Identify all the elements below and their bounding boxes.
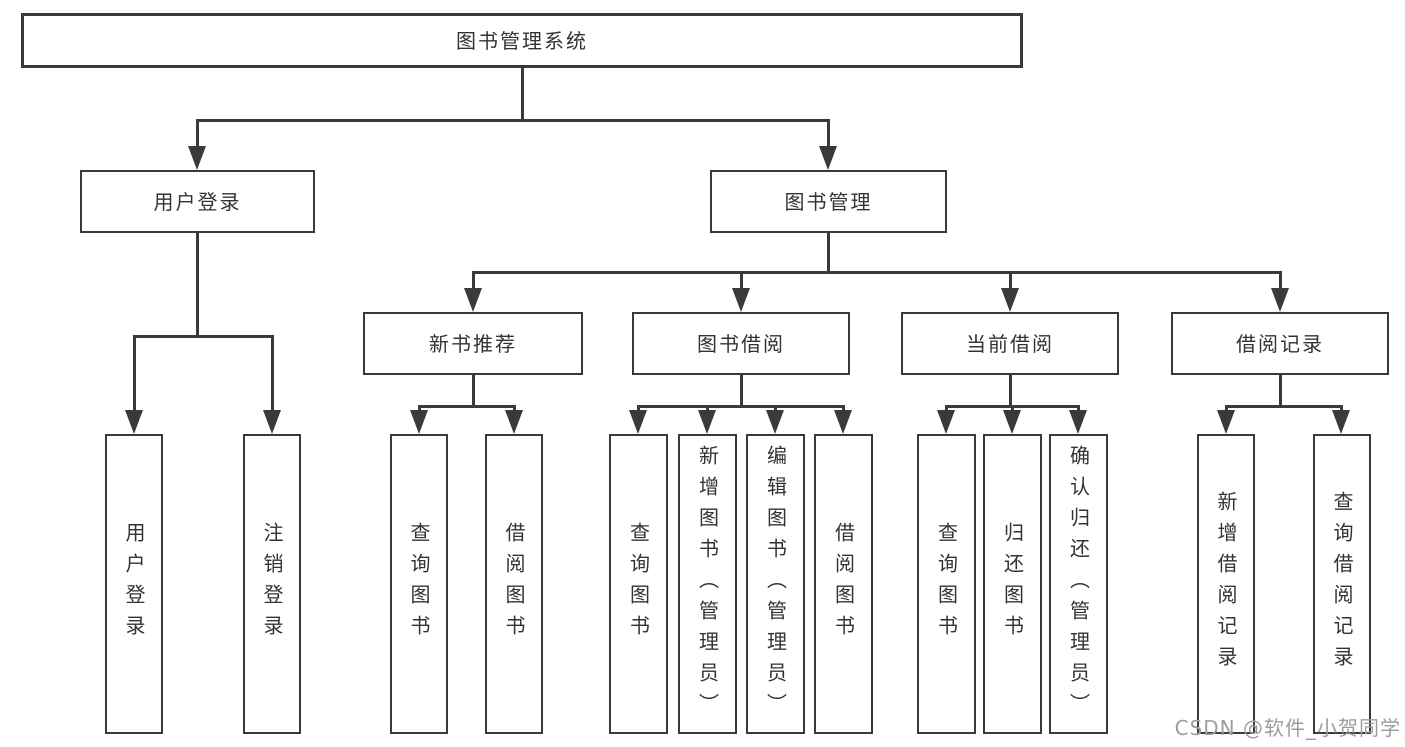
arrowhead-down-icon (188, 146, 206, 170)
arrowhead-down-icon (937, 410, 955, 434)
arrowhead-down-icon (1332, 410, 1350, 434)
node-label-borrow-records: 借阅记录 (1236, 331, 1324, 356)
connector-rail-book-borrow (636, 404, 845, 408)
connector-stem-current-borrow (1008, 375, 1012, 406)
connector-stem-user-login (195, 233, 199, 336)
node-label-edit-books-admin: 编辑图书（管理员） (763, 444, 788, 724)
node-label-logout-leaf: 注销登录 (260, 522, 284, 646)
connector-branch-user-login-0 (132, 336, 136, 428)
csdn-watermark: CSDN @软件_小贺同学 (1174, 716, 1401, 740)
node-borrow-records: 借阅记录 (1171, 312, 1389, 375)
node-user-login-leaf: 用户登录 (105, 434, 163, 734)
connector-stem-book-management (826, 233, 830, 272)
node-label-current-borrow: 当前借阅 (966, 331, 1054, 356)
node-user-login: 用户登录 (80, 170, 315, 233)
arrowhead-down-icon (766, 410, 784, 434)
node-borrow-books-borrow: 借阅图书 (814, 434, 873, 734)
node-borrow-books-rec: 借阅图书 (485, 434, 543, 734)
node-label-query-books-borrow: 查询图书 (626, 522, 651, 646)
node-label-user-login: 用户登录 (153, 189, 242, 214)
node-label-confirm-return-admin: 确认归还（管理员） (1066, 444, 1091, 724)
node-confirm-return-admin: 确认归还（管理员） (1049, 434, 1108, 734)
node-query-books-rec: 查询图书 (390, 434, 448, 734)
arrowhead-down-icon (629, 410, 647, 434)
node-label-add-books-admin: 新增图书（管理员） (695, 444, 720, 724)
node-current-borrow: 当前借阅 (901, 312, 1119, 375)
node-book-management: 图书管理 (710, 170, 947, 233)
node-query-borrow-record: 查询借阅记录 (1313, 434, 1371, 734)
connector-branch-root-0 (195, 120, 199, 164)
arrowhead-down-icon (819, 146, 837, 170)
connector-branch-user-login-1 (270, 336, 274, 428)
arrowhead-down-icon (125, 410, 143, 434)
connector-stem-book-borrow (739, 375, 743, 406)
arrowhead-down-icon (834, 410, 852, 434)
arrowhead-down-icon (505, 410, 523, 434)
node-query-books-current: 查询图书 (917, 434, 976, 734)
arrowhead-down-icon (410, 410, 428, 434)
connector-stem-root (520, 68, 524, 120)
node-new-book-rec: 新书推荐 (363, 312, 583, 375)
connector-stem-borrow-records (1278, 375, 1282, 406)
connector-rail-root (195, 118, 830, 122)
arrowhead-down-icon (698, 410, 716, 434)
connector-rail-new-book-rec (417, 404, 516, 408)
node-label-new-book-rec: 新书推荐 (429, 331, 517, 356)
node-label-query-books-rec: 查询图书 (407, 522, 431, 646)
arrowhead-down-icon (1217, 410, 1235, 434)
connector-branch-root-1 (826, 120, 830, 164)
node-label-book-management: 图书管理 (784, 189, 873, 214)
arrowhead-down-icon (464, 288, 482, 312)
arrowhead-down-icon (1003, 410, 1021, 434)
node-label-add-borrow-record: 新增借阅记录 (1214, 491, 1238, 677)
node-return-books: 归还图书 (983, 434, 1042, 734)
node-label-book-borrow: 图书借阅 (697, 331, 785, 356)
node-label-return-books: 归还图书 (1000, 522, 1025, 646)
arrowhead-down-icon (1069, 410, 1087, 434)
arrowhead-down-icon (1271, 288, 1289, 312)
node-label-borrow-books-borrow: 借阅图书 (831, 522, 856, 646)
node-label-query-borrow-record: 查询借阅记录 (1330, 491, 1354, 677)
connector-rail-user-login (132, 334, 274, 338)
node-book-borrow: 图书借阅 (632, 312, 850, 375)
node-query-books-borrow: 查询图书 (609, 434, 668, 734)
node-add-borrow-record: 新增借阅记录 (1197, 434, 1255, 734)
node-label-user-login-leaf: 用户登录 (122, 522, 146, 646)
node-logout-leaf: 注销登录 (243, 434, 301, 734)
node-label-root: 图书管理系统 (456, 28, 588, 53)
connector-stem-new-book-rec (471, 375, 475, 406)
node-add-books-admin: 新增图书（管理员） (678, 434, 737, 734)
connector-rail-book-management (471, 270, 1282, 274)
node-edit-books-admin: 编辑图书（管理员） (746, 434, 805, 734)
connector-rail-borrow-records (1224, 404, 1343, 408)
arrowhead-down-icon (1001, 288, 1019, 312)
node-label-query-books-current: 查询图书 (934, 522, 959, 646)
node-label-borrow-books-rec: 借阅图书 (502, 522, 526, 646)
arrowhead-down-icon (263, 410, 281, 434)
arrowhead-down-icon (732, 288, 750, 312)
node-root: 图书管理系统 (21, 13, 1023, 68)
